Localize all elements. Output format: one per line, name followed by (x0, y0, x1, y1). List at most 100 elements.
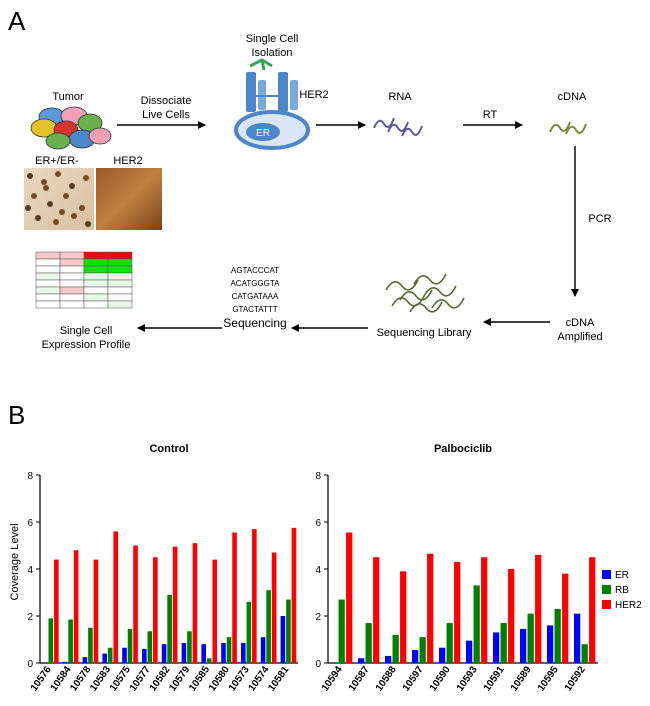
rna-label: RNA (388, 91, 412, 103)
rt-label: RT (483, 109, 498, 121)
bar-her2 (271, 552, 277, 663)
bar-er (62, 661, 68, 663)
ihc-nucleus (43, 185, 49, 191)
heatmap-cell (59, 265, 85, 274)
single-cell-label-line2: Isolation (252, 47, 293, 59)
bar-her2 (481, 557, 488, 663)
bar-her2 (113, 531, 119, 663)
y-tick-label: 8 (315, 471, 321, 482)
tumor-cells-illustration (30, 106, 112, 150)
legend-swatch-rb (602, 585, 611, 594)
ihc-nucleus (53, 219, 59, 225)
bar-rb (88, 627, 93, 663)
y-tick-label: 4 (27, 565, 33, 576)
bar-rb (266, 590, 271, 663)
ihc-nucleus (35, 215, 41, 221)
y-tick-label: 0 (27, 659, 33, 670)
y-axis-label: Coverage Level (9, 523, 21, 600)
bar-er (122, 647, 127, 663)
bar-er (102, 653, 108, 663)
bar-rb (206, 658, 212, 663)
bar-er (547, 625, 554, 663)
bar-er (82, 657, 88, 663)
heatmap-cell (35, 300, 61, 309)
legend-label-rb: RB (615, 585, 629, 596)
y-tick-label: 6 (27, 518, 33, 529)
x-tick-label: 10589 (509, 664, 534, 693)
bar-rb (392, 634, 399, 663)
chart-title: Control (149, 443, 188, 455)
dissociate-label-line2: Live Cells (142, 109, 190, 121)
bar-her2 (232, 532, 237, 663)
heatmap-cell (83, 293, 109, 302)
profile-label-line2: Expression Profile (42, 339, 131, 351)
ihc-nucleus (71, 213, 77, 219)
heatmap-cell (35, 265, 61, 274)
panel-b-label: B (8, 400, 25, 430)
sequence-line-1: AGTACCCAT (231, 266, 279, 275)
bar-rb (187, 631, 192, 663)
heatmap-cell (59, 258, 85, 267)
bar-her2 (400, 571, 407, 663)
bar-rb (473, 585, 480, 663)
x-tick-label: 10588 (374, 664, 399, 693)
ihc-nucleus (27, 173, 33, 179)
sequence-line-3: CATGATAAA (232, 292, 279, 301)
bar-er (574, 613, 581, 663)
heatmap-cell (83, 265, 109, 274)
bar-rb (527, 613, 534, 663)
profile-label-line1: Single Cell (60, 325, 113, 337)
y-tick-label: 8 (27, 471, 33, 482)
stain-label-her2: HER2 (113, 155, 142, 167)
bar-er (142, 648, 147, 663)
ihc-nucleus (85, 221, 91, 227)
ihc-nucleus (59, 209, 65, 215)
bar-rb (107, 647, 113, 663)
ihc-nucleus (79, 205, 85, 211)
control-chart: Control024681057610584105781058310575105… (27, 443, 298, 694)
heatmap-cell (59, 293, 85, 302)
x-tick-label: 10597 (401, 664, 426, 693)
bar-er (161, 644, 167, 663)
stain-label-er: ER+/ER- (35, 155, 79, 167)
heatmap-cell (107, 300, 133, 309)
bar-er (466, 640, 473, 663)
heatmap-cell (59, 251, 85, 260)
heatmap-cell (107, 286, 133, 295)
bar-her2 (589, 557, 596, 663)
bar-er (201, 644, 207, 663)
heatmap-cell (83, 272, 109, 281)
bar-her2 (535, 554, 542, 663)
sequence-line-2: ACATGGGTA (230, 279, 280, 288)
x-tick-label: 10594 (320, 664, 345, 693)
bar-er (280, 616, 286, 663)
cdna-label: cDNA (558, 91, 587, 103)
ihc-nucleus (25, 205, 31, 211)
ihc-nucleus (83, 175, 89, 181)
ihc-image-her2 (96, 168, 162, 230)
heatmap-cell (107, 265, 133, 274)
bar-her2 (93, 559, 99, 663)
bar-rb (338, 599, 345, 663)
bar-her2 (153, 557, 158, 663)
dissociate-label-line1: Dissociate (141, 95, 192, 107)
sequencing-library-illustration (385, 273, 465, 313)
her2-receptor-cell-illustration (234, 58, 310, 150)
y-tick-label: 6 (315, 518, 321, 529)
bar-rb (147, 631, 153, 663)
legend-label-her2: HER2 (615, 600, 642, 611)
heatmap-cell (35, 258, 61, 267)
bar-er (358, 658, 365, 663)
bar-rb (286, 599, 291, 663)
x-tick-label: 10595 (536, 664, 561, 693)
bar-her2 (427, 553, 434, 663)
bar-rb (554, 608, 561, 663)
x-tick-label: 10581 (266, 664, 291, 693)
heatmap-cell (35, 251, 61, 260)
bar-her2 (373, 557, 380, 663)
legend-swatch-her2 (602, 600, 611, 609)
heatmap-cell (35, 286, 61, 295)
heatmap-cell (107, 272, 133, 281)
bar-er (493, 632, 500, 663)
